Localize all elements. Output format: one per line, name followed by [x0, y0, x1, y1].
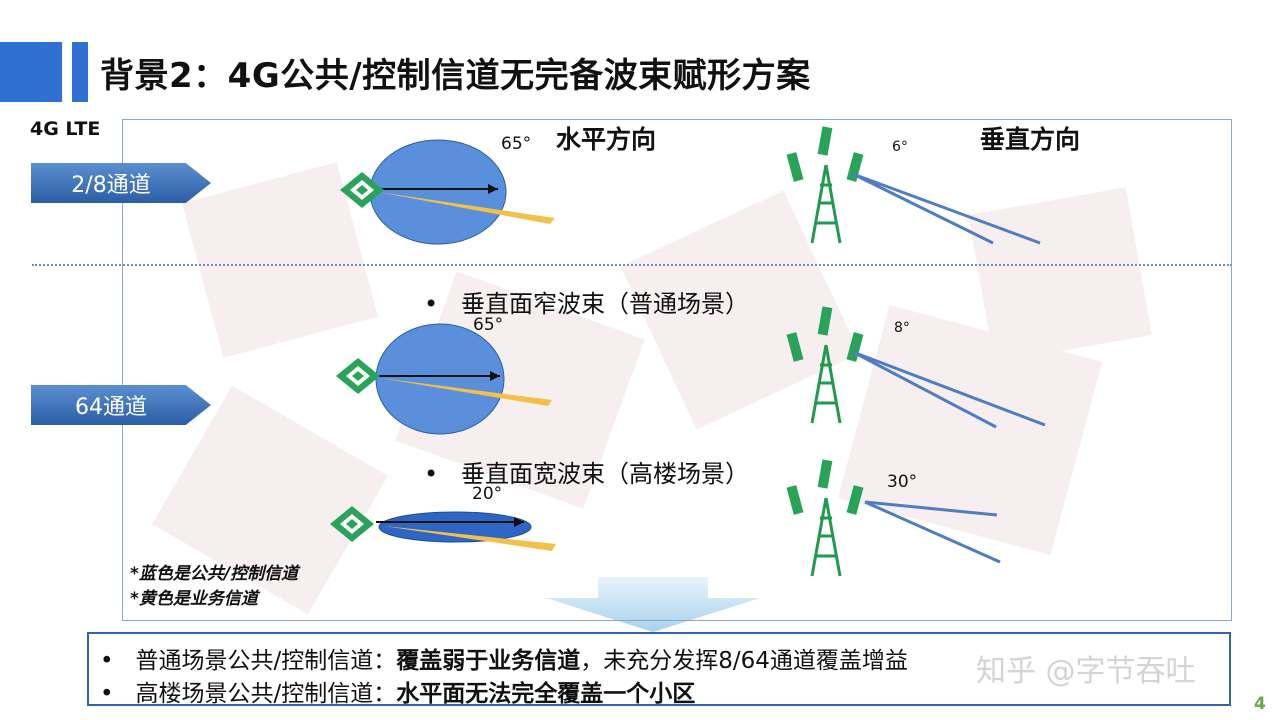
scenario-title-wide: • 垂直面宽波束（高楼场景）	[424, 460, 750, 488]
row-divider	[32, 264, 1232, 266]
beam-diagram-row1	[340, 139, 555, 245]
scenario-title-narrow: • 垂直面窄波束（普通场景）	[424, 290, 750, 318]
summary-line-2: • 高楼场景公共/控制信道：水平面无法完全覆盖一个小区	[100, 681, 696, 707]
angle-label: 30°	[887, 472, 918, 492]
page-title: 背景2：4G公共/控制信道无完备波束赋形方案	[100, 56, 811, 96]
header-accent-block	[0, 42, 62, 102]
beam-diagram-row2b	[330, 506, 556, 551]
tower-icon	[786, 459, 864, 577]
beam-diagram-row2a	[336, 323, 552, 435]
page-number: 4	[1254, 694, 1266, 714]
angle-label: 65°	[473, 315, 504, 335]
legend-note-blue: *蓝色是公共/控制信道	[130, 564, 299, 584]
angle-label: 65°	[501, 134, 532, 154]
tower-icon	[786, 306, 864, 424]
row-tag-64: 64通道	[31, 385, 211, 425]
tower-icon	[786, 126, 864, 244]
angle-label: 6°	[892, 139, 908, 155]
legend-note-yellow: *黄色是业务信道	[130, 589, 258, 609]
section-label: 4G LTE	[30, 118, 101, 140]
watermark: 知乎 @字节吞吐	[976, 654, 1196, 689]
header-accent-bar	[72, 42, 88, 102]
angle-label: 8°	[894, 320, 910, 336]
column-label-horizontal: 水平方向	[556, 125, 657, 154]
down-arrow-icon	[546, 577, 760, 632]
summary-box	[87, 632, 1231, 706]
diagram-frame	[122, 119, 1232, 621]
row-tag-2-8: 2/8通道	[31, 163, 211, 203]
summary-line-1: • 普通场景公共/控制信道：覆盖弱于业务信道，未充分发挥8/64通道覆盖增益	[100, 648, 908, 674]
column-label-vertical: 垂直方向	[980, 125, 1081, 154]
angle-label: 20°	[472, 484, 503, 504]
